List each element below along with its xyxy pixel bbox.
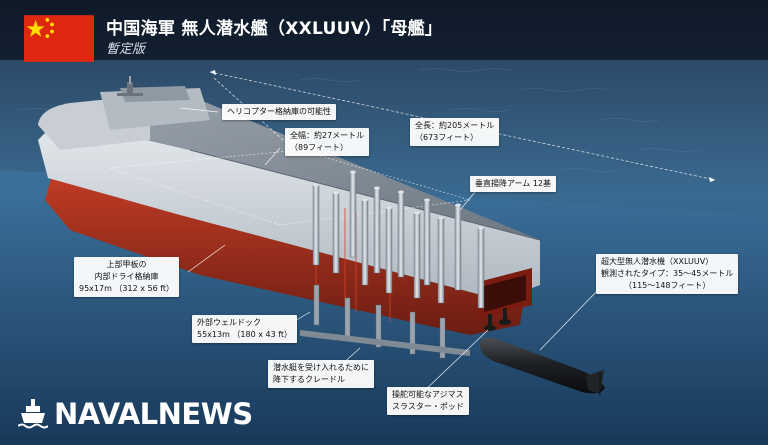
label-length: 全長：約205メートル （673フィート） [410,118,500,146]
label-beam: 全幅：約27メートル （89フィート） [285,128,370,156]
label-azimuth-thruster: 操舵可能なアジマス スラスター・ポッド [387,387,469,415]
label-xxluuv: 超大型無人潜水機（XXLUUV） 観測されたタイプ：35〜45メートル （115… [596,254,739,294]
submarine-illustration [480,337,605,396]
label-vertical-arms: 垂直揚降アーム 12基 [470,176,557,192]
page-title: 中国海軍 無人潜水艦（XXLUUV）「母艦」 [106,19,443,39]
naval-news-logo: NAVALNEWS [18,392,253,436]
page-subtitle: 暫定版 [106,42,146,57]
label-dry-hangar: 上部甲板の 内部ドライ格納庫 95x17m （312 x 56 ft） [74,257,180,297]
label-well-dock: 外部ウェルドック 55x13m （180 x 43 ft） [192,315,298,343]
ship-logo-icon [18,399,48,429]
china-flag-icon [24,15,94,62]
label-cradle: 潜水艇を受け入れるために 降下するクレードル [268,360,374,388]
label-helicopter-hangar: ヘリコプター格納庫の可能性 [222,104,336,120]
